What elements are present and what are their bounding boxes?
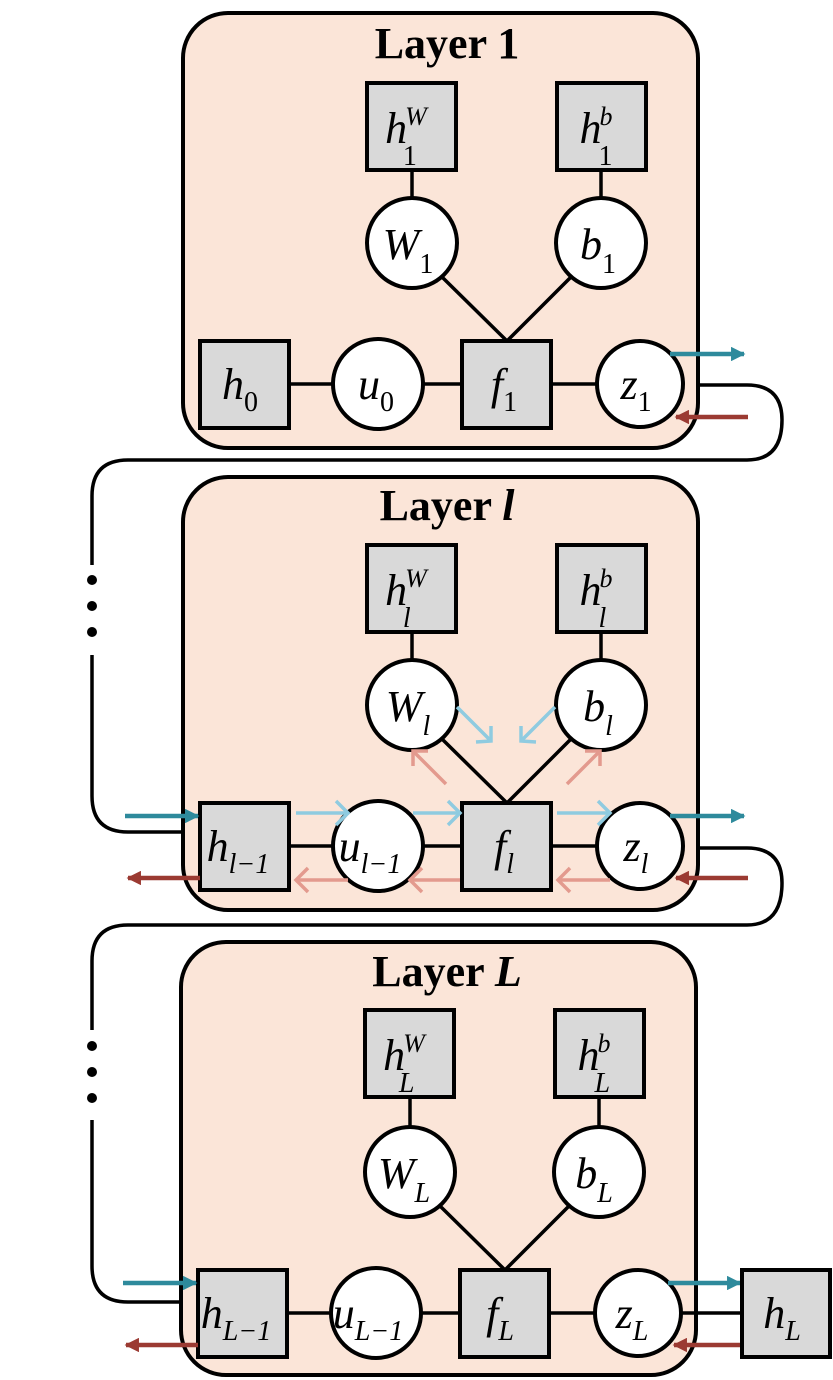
connector-into-layerL <box>90 1120 200 1304</box>
variable-W1 <box>365 196 459 290</box>
label-zl: zl <box>623 822 649 880</box>
label-Wl: Wl <box>386 682 431 742</box>
factor-f1 <box>460 339 553 430</box>
variable-zL <box>593 1268 683 1358</box>
message-arrows-forward <box>296 705 613 827</box>
variable-uL-1 <box>329 1266 423 1360</box>
ellipsis-1 <box>87 575 97 637</box>
label-output-hL: hL <box>763 1289 801 1347</box>
factor-h0 <box>198 339 291 430</box>
factor-fL <box>458 1268 551 1359</box>
layer-title: Layer 1 <box>375 19 520 68</box>
label-uL-1: uL−1 <box>333 1289 403 1347</box>
label-ul-1: ul−1 <box>339 822 402 880</box>
label-zL: zL <box>615 1289 649 1347</box>
variable-b1 <box>554 196 648 290</box>
connector-layer1-to-layerl <box>90 383 784 565</box>
label-bL: bL <box>575 1149 613 1209</box>
label-hL-1: hL−1 <box>201 1289 271 1347</box>
layer-title: Layer L <box>372 947 522 996</box>
label-u0: u0 <box>358 360 394 418</box>
factor-hL-W <box>363 1008 456 1099</box>
variable-u0 <box>331 337 425 431</box>
label-bl: bl <box>583 682 613 742</box>
variable-WL <box>363 1125 457 1219</box>
ellipsis-2 <box>87 1041 97 1103</box>
factor-output-hL <box>740 1268 832 1359</box>
variable-zl <box>595 801 685 891</box>
factor-hL-1 <box>196 1268 289 1359</box>
connector-layerl-to-layerL <box>90 846 784 1030</box>
factor-hl-W <box>365 543 458 634</box>
factor-h1-W <box>365 81 458 172</box>
variable-z1 <box>595 339 685 429</box>
label-z1: z1 <box>619 360 651 418</box>
variable-ul-1 <box>331 799 425 893</box>
layer-title: Layer l <box>380 481 516 530</box>
label-W1: W1 <box>383 220 434 280</box>
label-WL: WL <box>378 1149 430 1209</box>
factor-hl-1 <box>198 801 291 892</box>
variable-bL <box>552 1125 646 1219</box>
label-hl-1: hl−1 <box>207 822 270 880</box>
factor-hL-b <box>553 1008 646 1099</box>
connector-into-layerl <box>90 655 200 834</box>
factor-h1-b <box>555 81 648 172</box>
label-b1: b1 <box>580 220 616 280</box>
factor-fl <box>460 801 553 892</box>
label-h0: h0 <box>222 360 258 418</box>
message-arrows-backward <box>293 749 610 894</box>
factor-hl-b <box>555 543 648 634</box>
